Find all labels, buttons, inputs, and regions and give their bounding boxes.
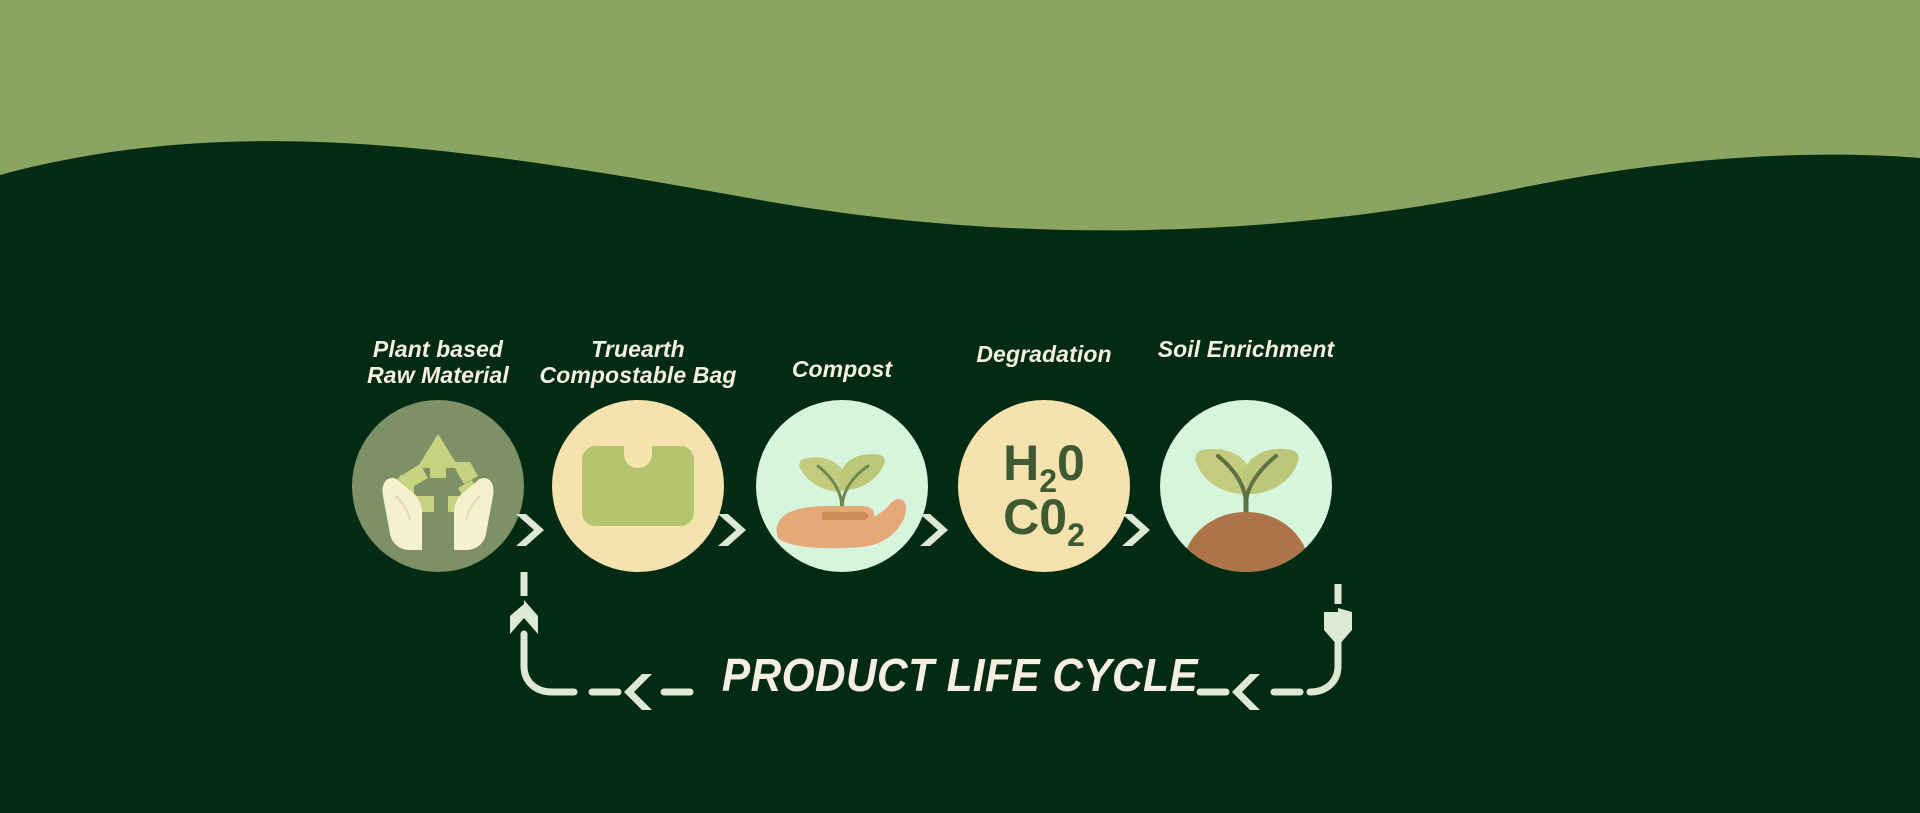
formula-sub-2b: 2 bbox=[1067, 517, 1085, 553]
step-label-compost: Compost bbox=[791, 356, 893, 382]
connector-arrow-right-3 bbox=[916, 510, 950, 550]
connector-arrow-right-4 bbox=[1118, 510, 1152, 550]
formula-o: 0 bbox=[1057, 435, 1085, 491]
step-label-degradation: Degradation bbox=[976, 341, 1112, 367]
dark-green-wave bbox=[0, 141, 1920, 300]
lifecycle-steps-row: Plant based Raw Material bbox=[0, 336, 1920, 636]
formula-h: H bbox=[1003, 435, 1039, 491]
recycle-in-hands-icon bbox=[352, 400, 524, 572]
compostable-bag-icon bbox=[552, 400, 724, 572]
step-truearth-compostable-bag[interactable]: Truearth Compostable Bag bbox=[538, 336, 738, 572]
lifecycle-loop-path bbox=[510, 572, 1352, 710]
h2o-co2-formula-icon: H20 C02 bbox=[958, 400, 1130, 572]
step-label-plant-based-raw-material: Plant based Raw Material bbox=[367, 336, 509, 388]
step-soil-enrichment[interactable]: Soil Enrichment bbox=[1146, 336, 1346, 572]
formula-sub-2: 2 bbox=[1039, 463, 1057, 499]
sprout-in-soil-icon bbox=[1160, 400, 1332, 572]
connector-arrow-right-1 bbox=[512, 510, 546, 550]
step-plant-based-raw-material[interactable]: Plant based Raw Material bbox=[338, 336, 538, 572]
step-compost[interactable]: Compost bbox=[742, 336, 942, 572]
step-label-soil-enrichment: Soil Enrichment bbox=[1157, 336, 1335, 362]
step-degradation[interactable]: Degradation H20 C02 bbox=[944, 336, 1144, 572]
formula-line-1: H20 bbox=[1003, 435, 1085, 499]
hand-with-sprout-icon bbox=[756, 400, 928, 572]
connector-arrow-right-2 bbox=[714, 510, 748, 550]
formula-co: C0 bbox=[1003, 489, 1067, 545]
product-life-cycle-title: PRODUCT LIFE CYCLE bbox=[721, 649, 1199, 701]
step-label-truearth-compostable-bag: Truearth Compostable Bag bbox=[539, 336, 737, 388]
formula-line-2: C02 bbox=[1003, 489, 1085, 553]
